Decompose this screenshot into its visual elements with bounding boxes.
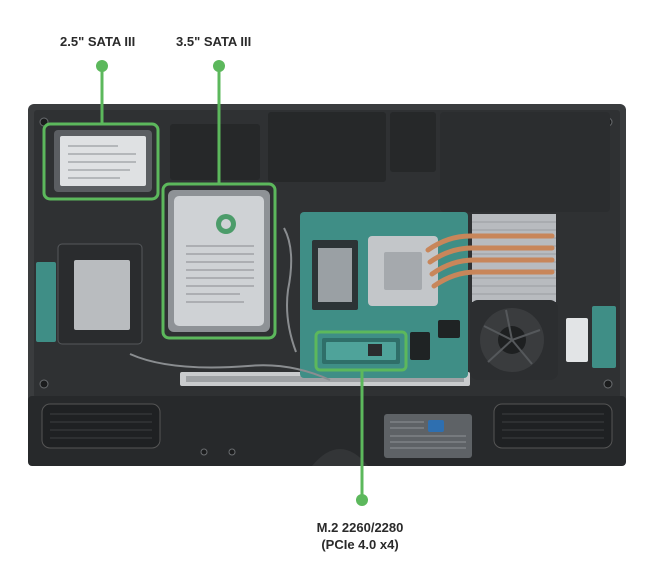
hdd-leader-dot [213, 60, 225, 72]
upper-frame [170, 112, 610, 212]
motherboard [300, 212, 468, 378]
cables [129, 227, 331, 381]
empty-drive-bay [57, 243, 143, 345]
left-board [36, 262, 56, 342]
right-speaker [493, 403, 613, 449]
hdd-3-5-drive [168, 190, 270, 332]
left-speaker [41, 403, 161, 449]
ssd-leader-dot [96, 60, 108, 72]
cooling-fan [470, 300, 558, 380]
m2-callout-label: M.2 2260/2280 (PCIe 4.0 x4) [270, 519, 450, 553]
m2-callout-line2: (PCIe 4.0 x4) [321, 537, 399, 552]
right-board [566, 306, 616, 368]
callout-leaders [100, 64, 364, 502]
m2-leader-dot [356, 494, 368, 506]
speaker-bar [28, 396, 626, 466]
callout-dots [96, 60, 368, 506]
hdd-3-5-callout-label: 3.5" SATA III [176, 34, 252, 49]
ssd-2-5-callout-label: 2.5" SATA III [60, 34, 136, 49]
ssd-2-5-drive [54, 130, 152, 192]
heatsink [425, 214, 556, 302]
m2-callout-line1: M.2 2260/2280 [316, 520, 404, 535]
